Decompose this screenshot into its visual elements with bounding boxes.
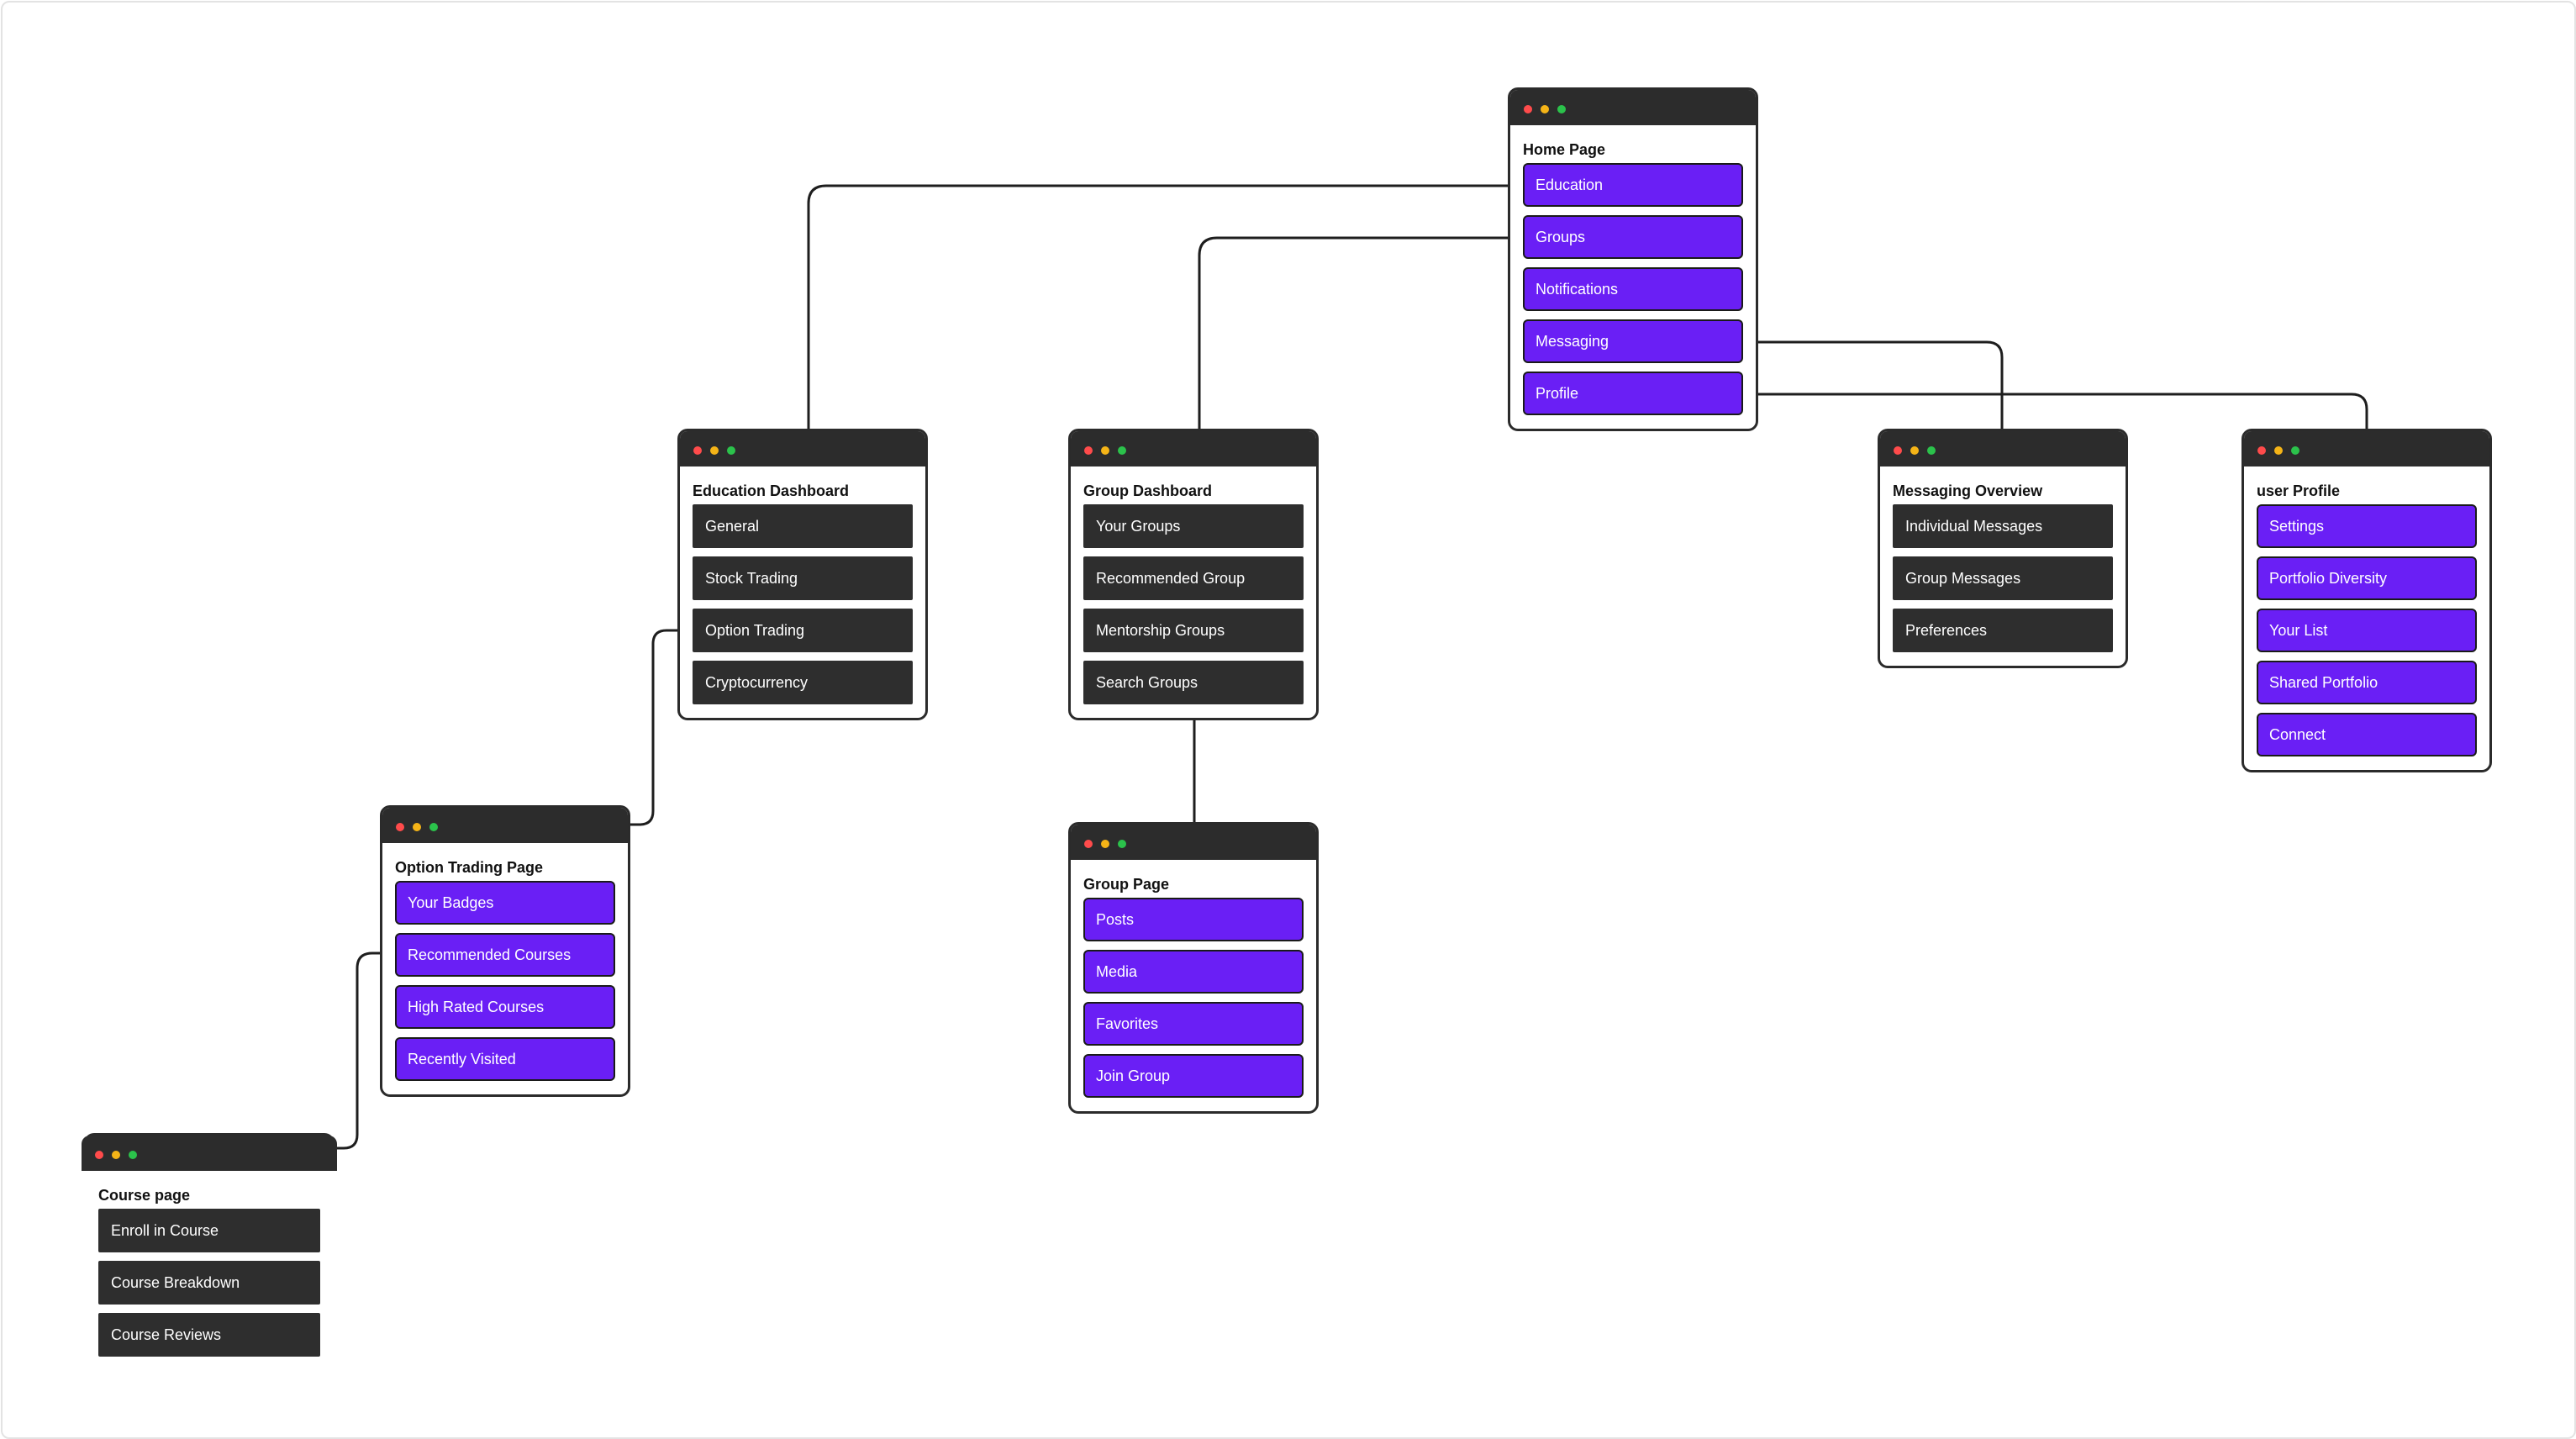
item-recently-visited[interactable]: Recently Visited [395,1037,615,1081]
close-dot-icon [1084,446,1093,455]
card-title: Group Page [1083,876,1170,893]
minimize-dot-icon [1541,105,1549,113]
card-course-page: Course page Enroll in Course Course Brea… [82,1133,337,1357]
window-titlebar [2244,431,2489,466]
card-title: user Profile [2257,482,2341,499]
item-high-rated-courses[interactable]: High Rated Courses [395,985,615,1029]
card-title: Education Dashboard [693,482,850,499]
close-dot-icon [95,1151,103,1159]
maximize-dot-icon [1118,446,1126,455]
item-media[interactable]: Media [1083,950,1304,994]
item-option-trading[interactable]: Option Trading [693,609,913,652]
window-titlebar [1880,431,2126,466]
maximize-dot-icon [129,1151,137,1159]
item-groups[interactable]: Groups [1523,215,1743,259]
item-messaging[interactable]: Messaging [1523,319,1743,363]
item-recommended-group[interactable]: Recommended Group [1083,556,1304,600]
window-titlebar [680,431,925,466]
minimize-dot-icon [2274,446,2283,455]
window-titlebar [382,808,628,843]
card-option-trading-page: Option Trading Page Your Badges Recommen… [380,805,630,1097]
minimize-dot-icon [413,823,421,831]
card-group-dashboard: Group Dashboard Your Groups Recommended … [1068,429,1319,720]
maximize-dot-icon [429,823,438,831]
minimize-dot-icon [1910,446,1919,455]
item-search-groups[interactable]: Search Groups [1083,661,1304,704]
item-connect[interactable]: Connect [2257,713,2477,756]
window-titlebar [1510,90,1756,125]
item-notifications[interactable]: Notifications [1523,267,1743,311]
close-dot-icon [2257,446,2266,455]
minimize-dot-icon [112,1151,120,1159]
window-titlebar [1071,431,1316,466]
card-education-dashboard: Education Dashboard General Stock Tradin… [677,429,928,720]
item-your-list[interactable]: Your List [2257,609,2477,652]
close-dot-icon [1524,105,1532,113]
close-dot-icon [396,823,404,831]
item-cryptocurrency[interactable]: Cryptocurrency [693,661,913,704]
minimize-dot-icon [710,446,719,455]
card-title: Course page [98,1187,191,1204]
item-your-groups[interactable]: Your Groups [1083,504,1304,548]
card-user-profile: user Profile Settings Portfolio Diversit… [2241,429,2492,772]
item-mentorship-groups[interactable]: Mentorship Groups [1083,609,1304,652]
close-dot-icon [693,446,702,455]
maximize-dot-icon [727,446,735,455]
maximize-dot-icon [1557,105,1566,113]
item-join-group[interactable]: Join Group [1083,1054,1304,1098]
close-dot-icon [1084,840,1093,848]
card-title: Group Dashboard [1083,482,1213,499]
maximize-dot-icon [1927,446,1936,455]
item-portfolio-diversity[interactable]: Portfolio Diversity [2257,556,2477,600]
item-shared-portfolio[interactable]: Shared Portfolio [2257,661,2477,704]
item-enroll-in-course[interactable]: Enroll in Course [98,1209,320,1252]
maximize-dot-icon [2291,446,2299,455]
card-messaging-overview: Messaging Overview Individual Messages G… [1878,429,2128,668]
minimize-dot-icon [1101,446,1109,455]
item-your-badges[interactable]: Your Badges [395,881,615,925]
card-title: Messaging Overview [1893,482,2043,499]
card-title: Home Page [1523,141,1606,158]
window-titlebar [1071,825,1316,860]
minimize-dot-icon [1101,840,1109,848]
item-course-breakdown[interactable]: Course Breakdown [98,1261,320,1305]
close-dot-icon [1894,446,1902,455]
item-stock-trading[interactable]: Stock Trading [693,556,913,600]
item-course-reviews[interactable]: Course Reviews [98,1313,320,1357]
item-individual-messages[interactable]: Individual Messages [1893,504,2113,548]
maximize-dot-icon [1118,840,1126,848]
item-preferences[interactable]: Preferences [1893,609,2113,652]
window-titlebar [82,1136,337,1171]
card-title: Option Trading Page [395,859,544,876]
card-group-page: Group Page Posts Media Favorites Join Gr… [1068,822,1319,1114]
item-settings[interactable]: Settings [2257,504,2477,548]
item-posts[interactable]: Posts [1083,898,1304,941]
item-group-messages[interactable]: Group Messages [1893,556,2113,600]
card-home-page: Home Page Education Groups Notifications… [1508,87,1758,431]
item-recommended-courses[interactable]: Recommended Courses [395,933,615,977]
item-general[interactable]: General [693,504,913,548]
item-education[interactable]: Education [1523,163,1743,207]
item-profile[interactable]: Profile [1523,372,1743,415]
item-favorites[interactable]: Favorites [1083,1002,1304,1046]
